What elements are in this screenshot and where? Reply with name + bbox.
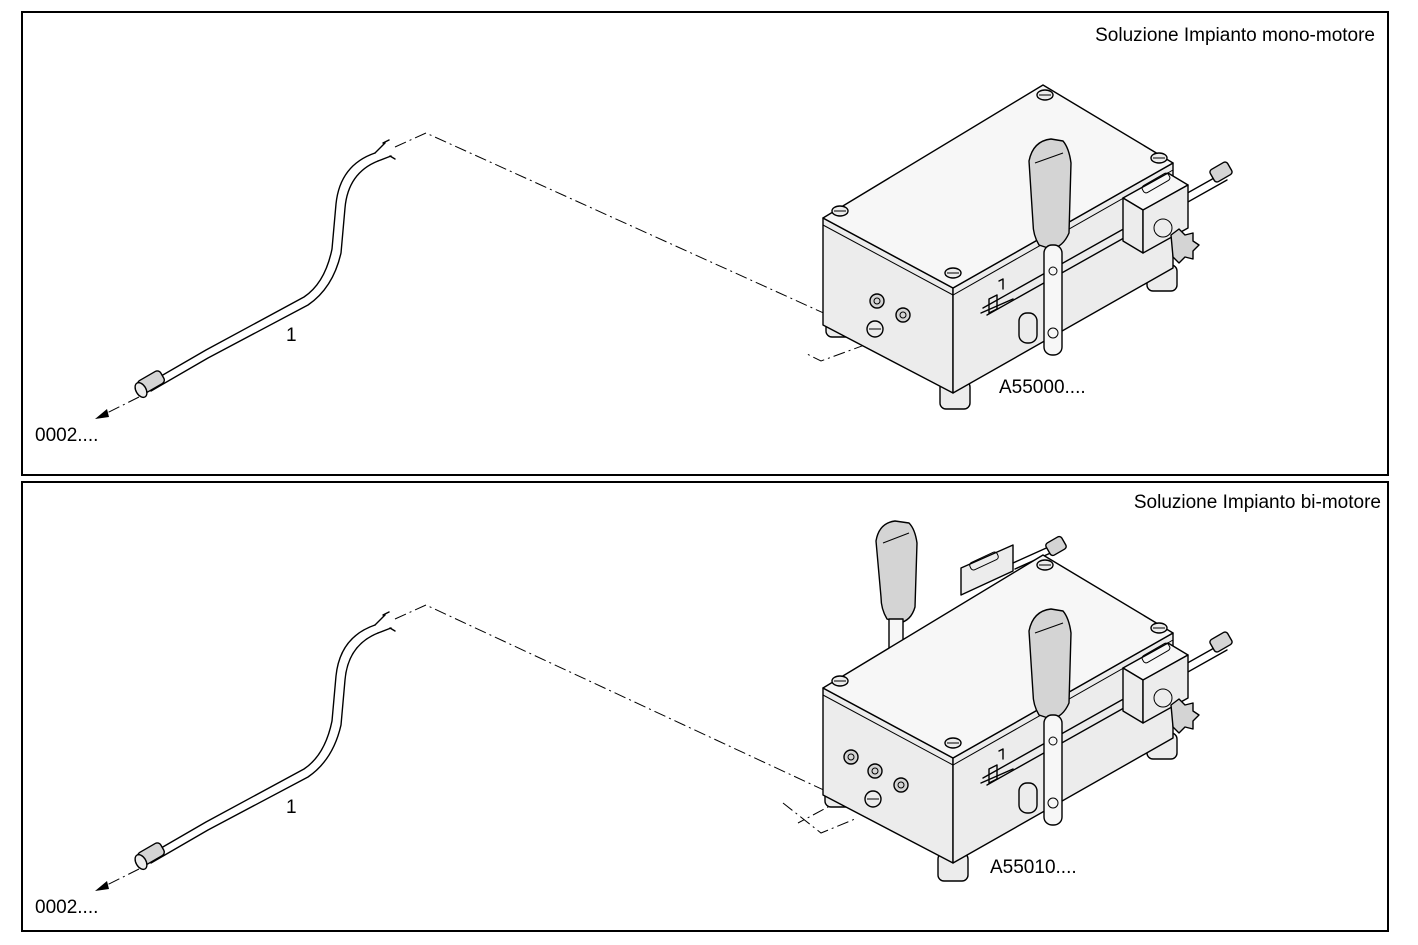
lever-handle-icon — [1028, 608, 1072, 826]
screw-icon — [831, 205, 849, 217]
cable-ref-label: 0002.... — [35, 897, 98, 918]
bi-motore-drawing: Soluzione Impianto bi-motore 0002.... 1 — [35, 492, 1381, 918]
leader-line-cable-ref — [102, 868, 140, 888]
arrow-icon — [95, 881, 109, 891]
arrow-icon — [95, 409, 109, 419]
connection-line — [782, 802, 856, 834]
socket-icon — [866, 320, 884, 338]
knob-icon — [1170, 228, 1200, 264]
cable-ref-label: 0002.... — [35, 425, 98, 446]
screw-icon — [1150, 622, 1168, 634]
screw-icon — [1036, 559, 1054, 571]
screw-icon — [831, 675, 849, 687]
socket-icon — [843, 749, 859, 765]
mono-motore-drawing: Soluzione Impianto mono-motore 0002.... … — [35, 25, 1375, 446]
screw-icon — [1036, 89, 1054, 101]
panel-title: Soluzione Impianto mono-motore — [1095, 25, 1375, 46]
cable-assembly — [134, 611, 396, 871]
cable-connector-icon — [134, 370, 165, 399]
socket-icon — [864, 790, 882, 808]
screw-icon — [944, 267, 962, 279]
control-box-unit — [822, 554, 1233, 882]
screw-icon — [944, 737, 962, 749]
connection-line — [394, 132, 883, 362]
unit-code-label: A55000.... — [999, 377, 1086, 398]
cable-assembly — [134, 139, 396, 399]
socket-icon — [867, 763, 883, 779]
part-number-label: 1 — [286, 797, 297, 818]
lever-handle-icon — [1028, 138, 1072, 356]
socket-icon — [869, 293, 885, 309]
panel-mono-motore: Soluzione Impianto mono-motore 0002.... … — [21, 11, 1389, 476]
screw-icon — [1150, 152, 1168, 164]
panel-title: Soluzione Impianto bi-motore — [1134, 492, 1381, 513]
part-number-label: 1 — [286, 325, 297, 346]
knob-icon — [1170, 698, 1200, 734]
leader-line-cable-ref — [102, 396, 140, 416]
socket-icon — [895, 307, 911, 323]
control-box-unit — [822, 84, 1233, 410]
socket-icon — [893, 777, 909, 793]
panel-bi-motore: Soluzione Impianto bi-motore 0002.... 1 — [21, 481, 1389, 932]
connection-line — [394, 604, 882, 824]
cable-connector-icon — [134, 842, 165, 871]
unit-code-label: A55010.... — [990, 857, 1077, 878]
